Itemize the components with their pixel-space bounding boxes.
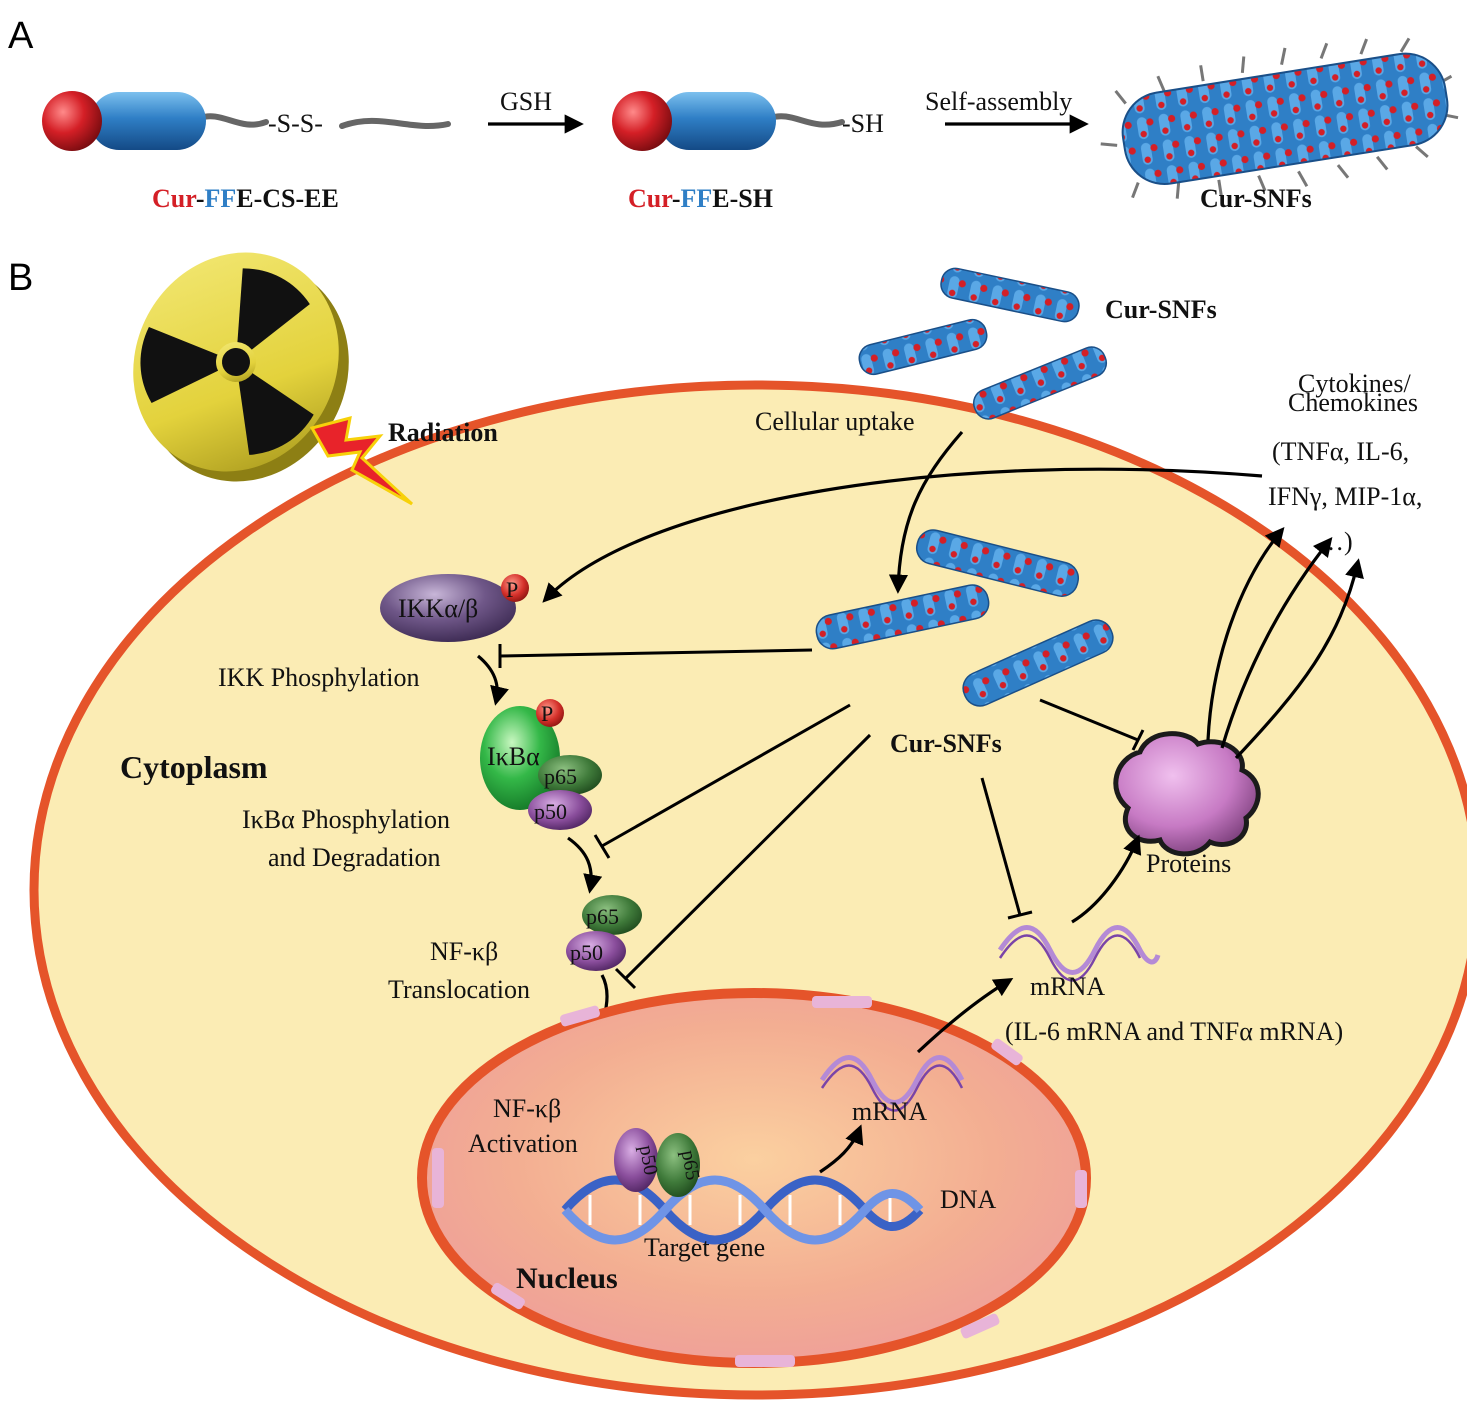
disulfide-label: -S-S- bbox=[268, 109, 323, 138]
mrna-nucleus-label: mRNA bbox=[852, 1097, 927, 1126]
phospho-ikk-icon bbox=[501, 574, 529, 602]
self-assembly-label: Self-assembly bbox=[925, 87, 1072, 116]
ikba-to-nfkb-arrow bbox=[567, 836, 603, 894]
mrna-cyto-label: mRNA bbox=[1030, 972, 1105, 1001]
mrna-cytoplasm bbox=[997, 925, 1161, 982]
ikk-label: IKKα/β bbox=[398, 594, 478, 623]
secretion-arrows bbox=[1206, 527, 1364, 760]
cur-snfs-inhibition-lines bbox=[498, 644, 1145, 990]
cur-snfs-nanofiber-large bbox=[1100, 37, 1459, 199]
cytoplasm-label: Cytoplasm bbox=[120, 749, 268, 785]
nuclear-pores bbox=[432, 996, 1087, 1367]
target-gene-label: Target gene bbox=[644, 1233, 765, 1262]
cur-snfs-label-top: Cur-SNFs bbox=[1105, 295, 1217, 324]
cytokines-line-5: …) bbox=[1318, 527, 1353, 556]
radiation-bolt-icon bbox=[309, 415, 414, 506]
ikba-p65-label: p65 bbox=[544, 764, 577, 789]
cur-ffe-sh-molecule: -SH bbox=[612, 91, 884, 151]
panel-letter-b: B bbox=[8, 257, 33, 299]
radiation-label: Radiation bbox=[388, 418, 498, 447]
export-arrow bbox=[916, 978, 1014, 1054]
nucleus-label: Nucleus bbox=[516, 1262, 618, 1295]
panel-letter-a: A bbox=[8, 15, 34, 57]
cyto-p50-label: p50 bbox=[570, 940, 603, 965]
mrna-nucleus bbox=[819, 1055, 965, 1112]
ikk-complex bbox=[380, 574, 529, 642]
cytokines-label: Cytokines/ bbox=[1298, 369, 1411, 398]
nucleus-p50-label: p50 bbox=[635, 1143, 662, 1176]
thiol-label: -SH bbox=[842, 109, 884, 138]
gsh-label: GSH bbox=[500, 87, 552, 116]
cur-ffe-cs-ee-molecule: -S-S- bbox=[42, 91, 451, 151]
cur-snfs-label-mid: Cur-SNFs bbox=[890, 729, 1002, 758]
ikba-p50-label: p50 bbox=[534, 799, 567, 824]
nfkb-activation-line-1: NF-κβ bbox=[493, 1094, 561, 1123]
cytokines-line-4: IFNγ, MIP-1α, bbox=[1268, 482, 1422, 511]
cytokine-feedback-arrow bbox=[542, 467, 1263, 603]
ikk-phosphorylation-label: IKK Phosphylation bbox=[218, 663, 420, 692]
protein-blob bbox=[1113, 731, 1261, 857]
nfkb-transloc-line-2: Translocation bbox=[388, 975, 530, 1004]
chemokines-line: Chemokines bbox=[1288, 388, 1418, 417]
transcription-arrow bbox=[819, 1124, 864, 1174]
ikba-step-line-1: IκBα Phosphylation bbox=[242, 805, 450, 834]
dna-label: DNA bbox=[940, 1185, 997, 1214]
ikba-label: IκBα bbox=[487, 742, 540, 771]
cur-snfs-intracellular bbox=[815, 529, 1114, 707]
ikba-step-line-2: and Degradation bbox=[268, 843, 441, 872]
nfkb-transloc-line-1: NF-κβ bbox=[430, 937, 498, 966]
nucleus-p65-label: p65 bbox=[677, 1148, 704, 1181]
nfkb-dimer-cytoplasm bbox=[566, 895, 642, 971]
radiation-icon bbox=[133, 252, 349, 482]
svg-text:Cytokines/: Cytokines/ bbox=[1298, 369, 1411, 398]
nfkb-dimer-nucleus bbox=[614, 1128, 700, 1197]
ikk-phospho-label: P bbox=[506, 577, 518, 602]
uptake-arrow bbox=[888, 430, 964, 594]
cur-snfs-extracellular bbox=[858, 267, 1108, 420]
ikba-phospho-label: P bbox=[541, 701, 553, 726]
cyto-p65-label: p65 bbox=[586, 904, 619, 929]
molecule1-name: Cur-FFE-CS-EE bbox=[152, 184, 339, 213]
molecule2-name: Cur-FFE-SH bbox=[628, 184, 773, 213]
cellular-uptake-label: Cellular uptake bbox=[755, 407, 915, 436]
mrna-detail-label: (IL-6 mRNA and TNFα mRNA) bbox=[1005, 1017, 1343, 1046]
cytokines-line-3: (TNFα, IL-6, bbox=[1272, 437, 1409, 466]
ikk-to-ikba-arrow bbox=[476, 654, 509, 706]
cur-snfs-label-a: Cur-SNFs bbox=[1200, 184, 1312, 213]
ikba-complex bbox=[480, 699, 602, 830]
proteins-label: Proteins bbox=[1146, 849, 1231, 878]
translation-arrow bbox=[1071, 834, 1142, 924]
nfkb-activation-line-2: Activation bbox=[468, 1129, 578, 1158]
